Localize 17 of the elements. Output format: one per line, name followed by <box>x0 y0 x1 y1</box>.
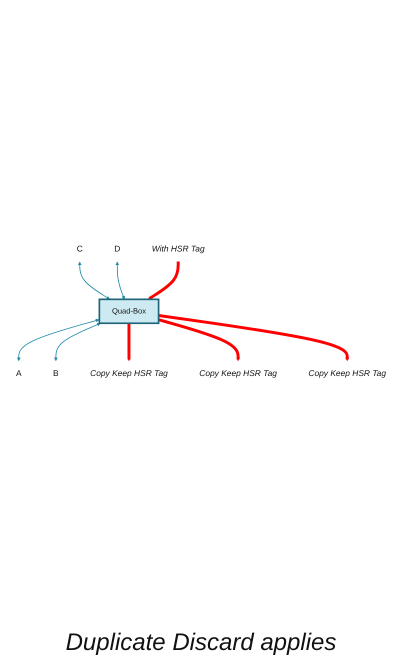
caption: Duplicate Discard applies <box>66 628 336 658</box>
arrow <box>158 314 350 362</box>
node-text: Copy Keep HSR Tag <box>308 369 386 378</box>
node-text: C <box>76 244 83 254</box>
arrow <box>127 323 131 362</box>
arrow <box>78 262 110 300</box>
node-text: D <box>114 244 120 254</box>
arrow <box>54 323 101 362</box>
node-text: B <box>53 369 59 378</box>
node-text: With HSR Tag <box>152 244 205 254</box>
arrow <box>16 318 100 362</box>
node-text: A <box>16 369 22 378</box>
node-text: Copy Keep HSR Tag <box>199 369 277 378</box>
arrow <box>158 318 240 362</box>
node-text: Copy Keep HSR Tag <box>90 369 168 378</box>
arrow <box>115 262 125 300</box>
arrow <box>148 262 180 300</box>
